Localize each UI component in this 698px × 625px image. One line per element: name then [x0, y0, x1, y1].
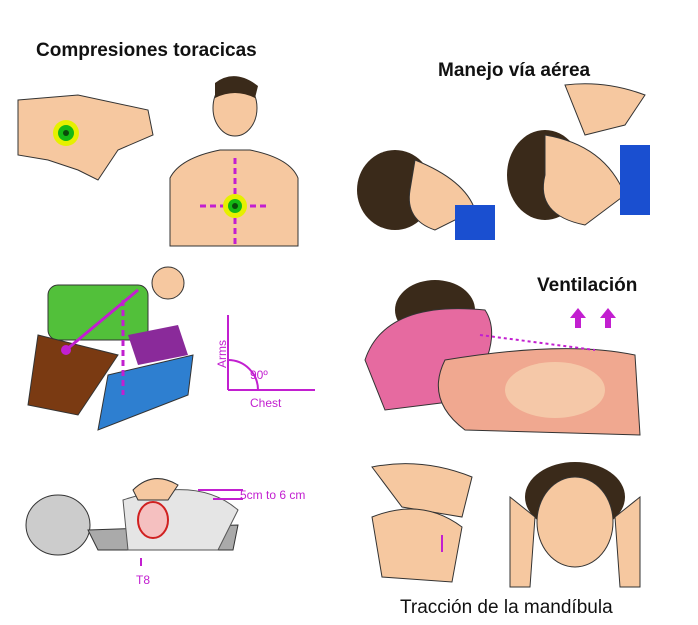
torso-illustration	[169, 76, 299, 247]
depth-label: 5cm to 6 cm	[240, 488, 306, 502]
title-airway: Manejo vía aérea	[438, 60, 591, 81]
jaw-thrust-front-illustration	[509, 462, 641, 588]
title-jaw-thrust: Tracción de la mandíbula	[400, 597, 613, 618]
head-tilt-illustration	[357, 150, 495, 240]
chest-label: Chest	[250, 396, 282, 410]
arms-label: Arms	[215, 340, 229, 368]
angle-diagram	[227, 315, 315, 391]
chin-lift-illustration	[507, 83, 650, 226]
skeleton-illustration	[25, 478, 243, 566]
cpr-rescuer-illustration	[27, 266, 194, 431]
title-ventilation: Ventilación	[537, 275, 638, 296]
t8-label: T8	[136, 573, 151, 587]
title-chest-compressions: Compresiones toracicas	[36, 40, 257, 61]
ventilation-illustration	[364, 280, 641, 436]
jaw-thrust-side-illustration	[371, 463, 473, 583]
angle-label: 90º	[250, 368, 268, 382]
hand-illustration	[17, 94, 154, 181]
